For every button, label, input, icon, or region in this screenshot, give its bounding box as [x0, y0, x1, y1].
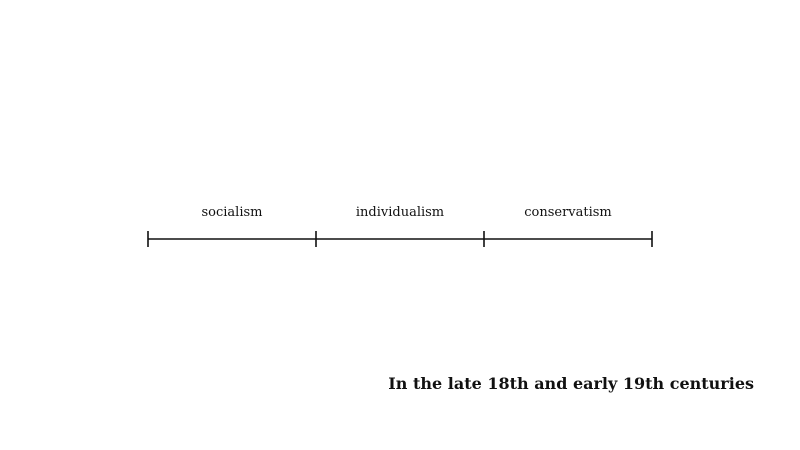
segment-label-individualism: individualism — [356, 205, 444, 220]
segment-label-socialism: socialism — [201, 205, 262, 220]
segment-label-conservatism: conservatism — [524, 205, 612, 220]
diagram-caption: In the late 18th and early 19th centurie… — [388, 374, 754, 393]
